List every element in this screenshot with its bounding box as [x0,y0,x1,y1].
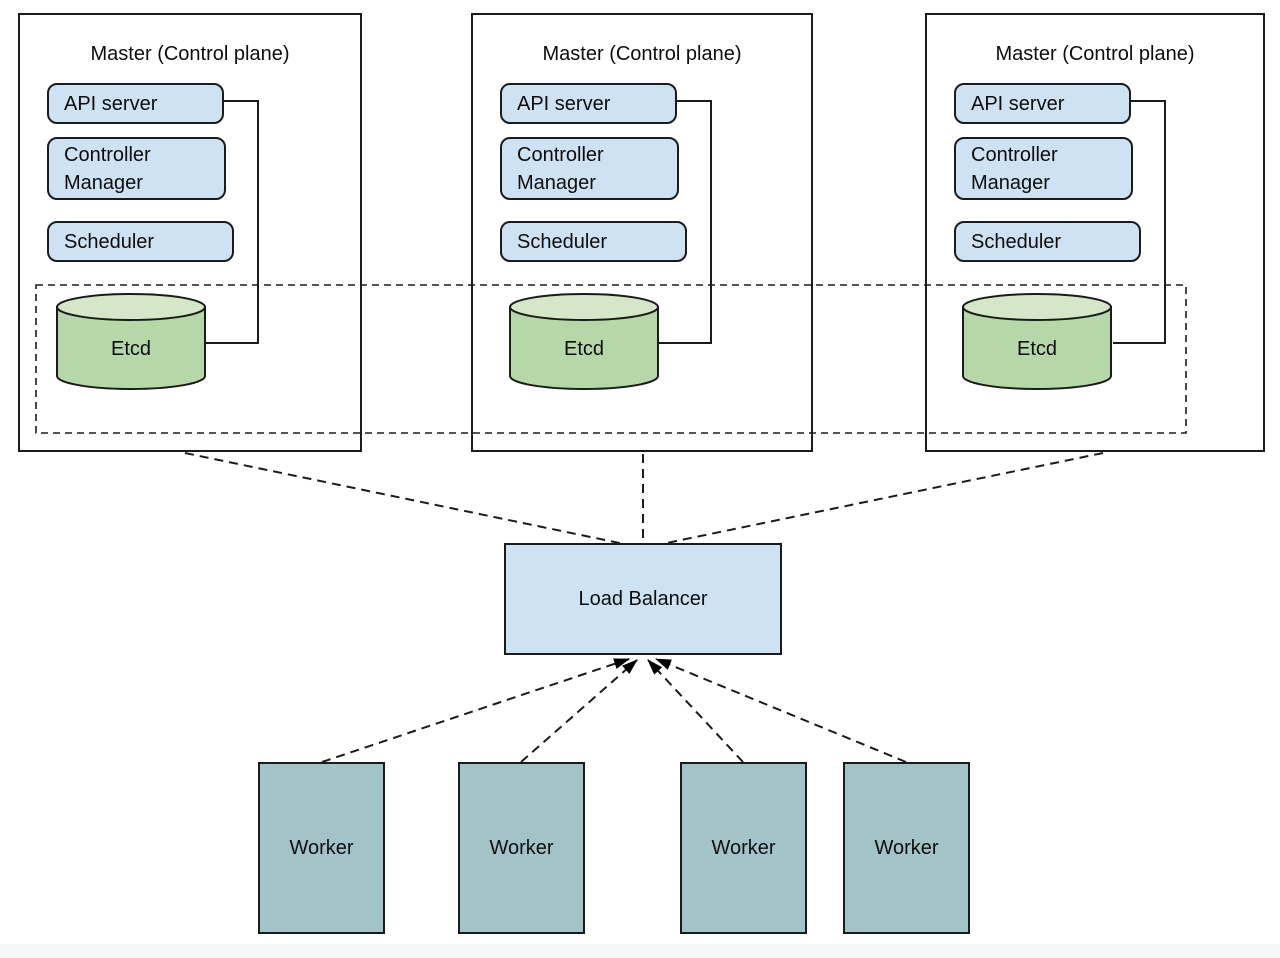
api-server-node: API server [500,83,677,124]
etcd-label: Etcd [110,338,152,360]
api-to-etcd-connector-3 [1113,100,1166,344]
api-server-node: API server [47,83,224,124]
master-title: Master (Control plane) [90,43,290,65]
controller-manager-node: Controller Manager [500,137,679,200]
controller-manager-node: Controller Manager [47,137,226,200]
master1-loadbalancer-link [184,452,635,547]
master-box-1: Master (Control plane) API server Contro… [18,13,362,452]
master3-loadbalancer-link [651,452,1104,547]
scheduler-node: Scheduler [47,221,234,262]
api-to-etcd-connector-2 [659,100,712,344]
worker-box-1: Worker [258,762,385,934]
worker-box-4: Worker [843,762,970,934]
etcd-label: Etcd [563,338,605,360]
controller-manager-node: Controller Manager [954,137,1133,200]
api-to-etcd-connector-1 [206,100,259,344]
worker-box-3: Worker [680,762,807,934]
bottom-edge-strip [0,944,1280,958]
load-balancer-box: Load Balancer [504,543,782,655]
etcd-cluster-dashed-boundary [35,284,1187,434]
worker2-loadbalancer-arrow [520,659,638,763]
etcd-label: Etcd [1016,338,1058,360]
etcd-cylinder-1 [56,293,206,390]
etcd-cylinder-3 [962,293,1112,390]
master-title: Master (Control plane) [542,43,742,65]
scheduler-node: Scheduler [954,221,1141,262]
worker4-loadbalancer-arrow [655,658,907,763]
master-box-3: Master (Control plane) API server Contro… [925,13,1265,452]
worker3-loadbalancer-arrow [647,659,744,763]
worker-box-2: Worker [458,762,585,934]
worker1-loadbalancer-arrow [321,658,630,763]
master-box-2: Master (Control plane) API server Contro… [471,13,813,452]
master-title: Master (Control plane) [995,43,1195,65]
api-server-node: API server [954,83,1131,124]
scheduler-node: Scheduler [500,221,687,262]
etcd-cylinder-2 [509,293,659,390]
